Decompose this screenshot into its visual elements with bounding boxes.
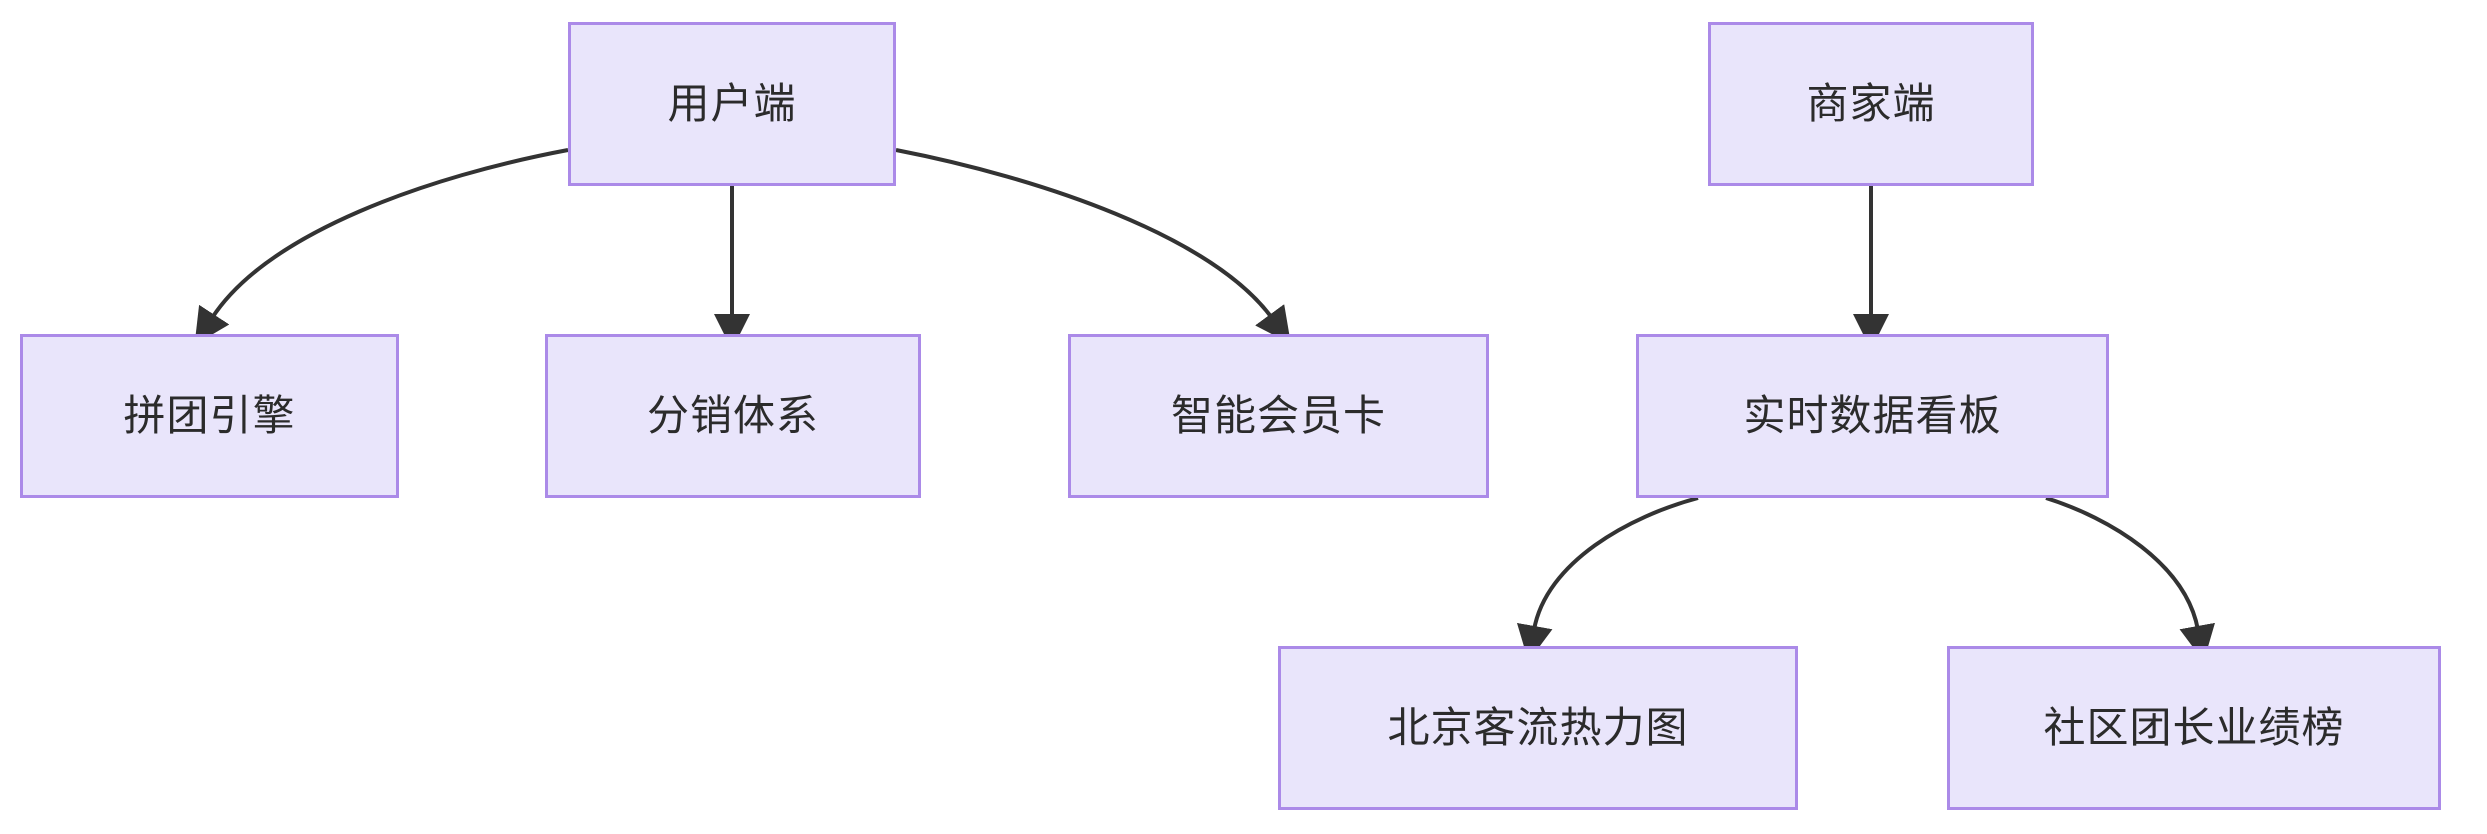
edge-data_dashboard-to-leader_board (2045, 496, 2215, 662)
node-merchant_client[interactable]: 商家端 (1708, 22, 2034, 186)
node-group_engine[interactable]: 拼团引擎 (20, 334, 399, 498)
node-distribution[interactable]: 分销体系 (545, 334, 921, 498)
node-label: 智能会员卡 (1170, 391, 1386, 439)
node-label: 实时数据看板 (1743, 391, 2002, 439)
node-beijing_heatmap[interactable]: 北京客流热力图 (1278, 646, 1798, 810)
edge-user_client-to-group_engine (194, 148, 569, 345)
node-label: 用户端 (667, 79, 797, 127)
node-label: 北京客流热力图 (1387, 703, 1689, 751)
node-data_dashboard[interactable]: 实时数据看板 (1636, 334, 2109, 498)
edge-data_dashboard-to-beijing_heatmap (1516, 496, 1699, 662)
edge-user_client-to-member_card (895, 148, 1291, 344)
node-member_card[interactable]: 智能会员卡 (1068, 334, 1489, 498)
node-label: 分销体系 (646, 391, 819, 439)
node-leader_board[interactable]: 社区团长业绩榜 (1947, 646, 2441, 810)
node-user_client[interactable]: 用户端 (568, 22, 896, 186)
node-label: 拼团引擎 (123, 391, 296, 439)
node-label: 商家端 (1806, 79, 1936, 127)
node-label: 社区团长业绩榜 (2043, 703, 2345, 751)
